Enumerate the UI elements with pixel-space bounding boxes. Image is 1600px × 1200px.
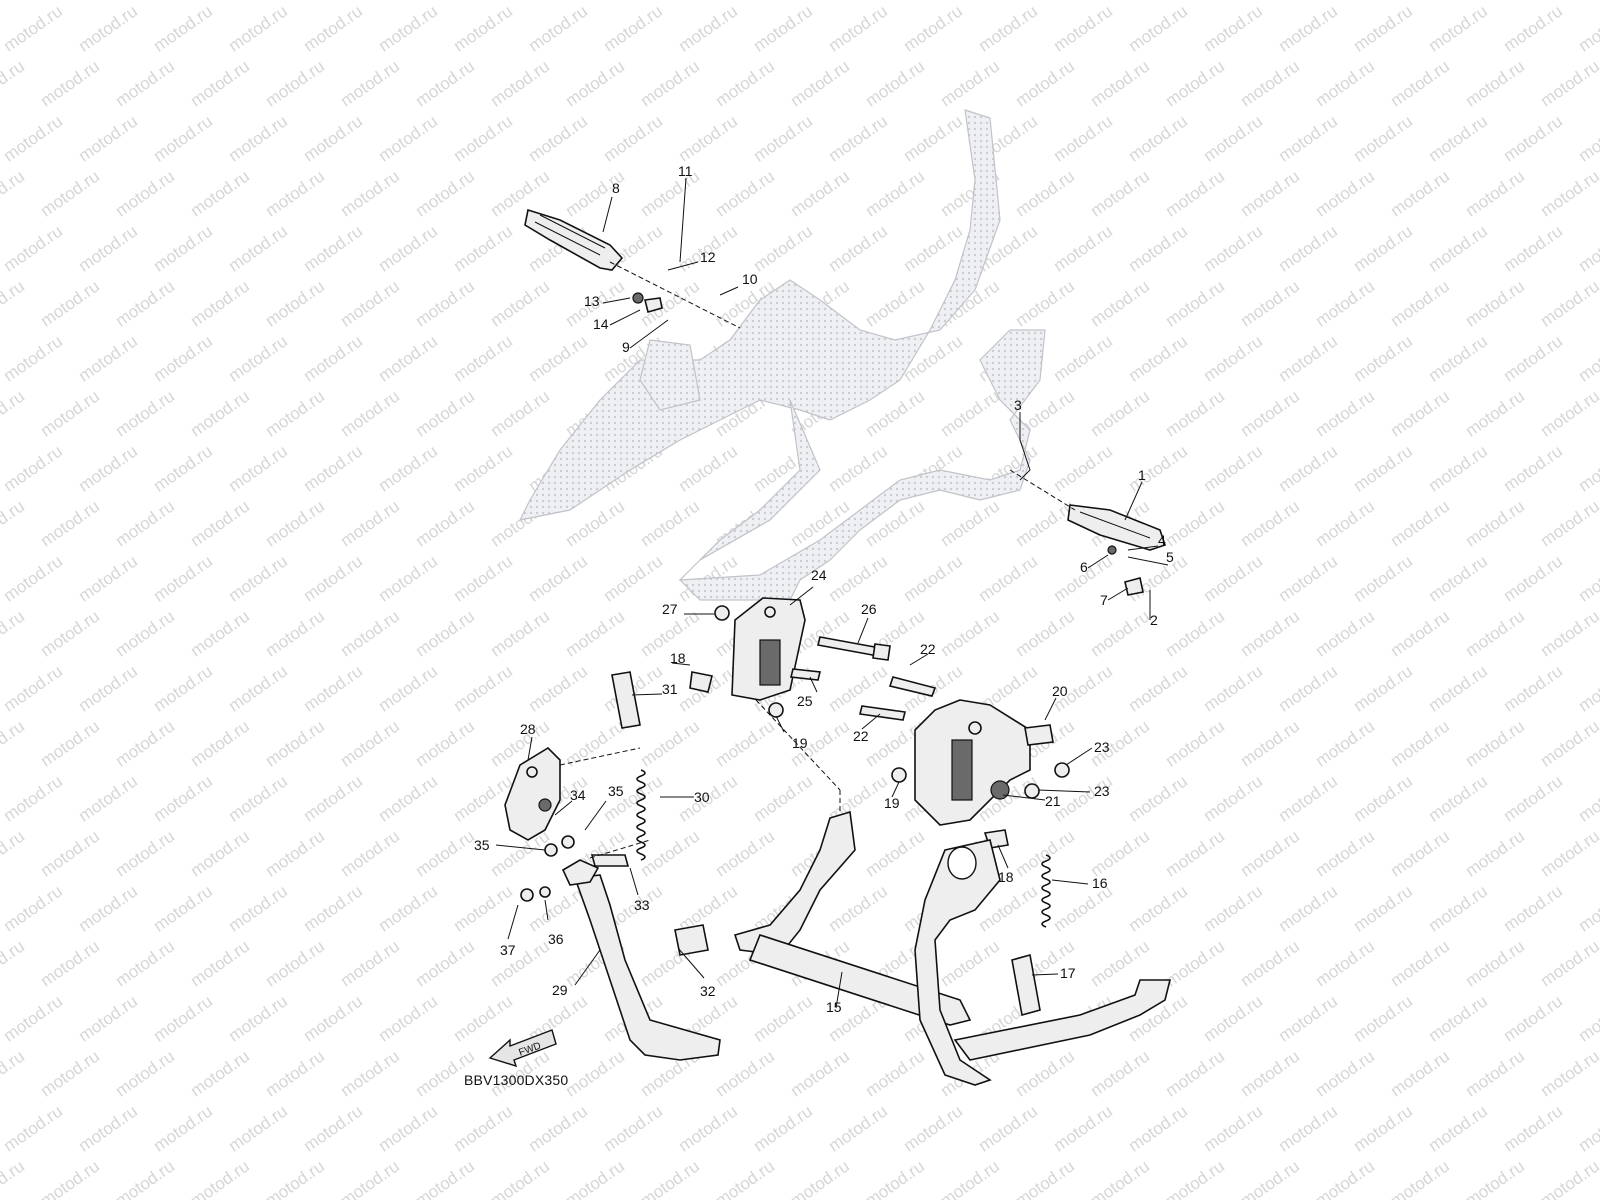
- part-label-23: 23: [1094, 739, 1110, 755]
- part-label-30: 30: [694, 789, 710, 805]
- part-label-22: 22: [920, 641, 936, 657]
- part-label-35: 35: [608, 783, 624, 799]
- part-label-25: 25: [797, 693, 813, 709]
- part-label-2: 2: [1150, 612, 1158, 628]
- part-label-14: 14: [593, 316, 609, 332]
- part-label-34: 34: [570, 787, 586, 803]
- part-label-21: 21: [1045, 793, 1061, 809]
- part-label-1: 1: [1138, 467, 1146, 483]
- part-label-13: 13: [584, 293, 600, 309]
- part-label-19: 19: [884, 795, 900, 811]
- part-label-6: 6: [1080, 559, 1088, 575]
- stand-bracket-left: [731, 597, 806, 701]
- frame-outline: [518, 109, 1046, 601]
- leader-lines: [495, 177, 1169, 1009]
- part-label-3: 3: [1014, 397, 1022, 413]
- part-label-26: 26: [861, 601, 877, 617]
- part-label-29: 29: [552, 982, 568, 998]
- part-label-24: 24: [811, 567, 827, 583]
- main-stand: [733, 810, 1172, 1086]
- part-label-33: 33: [634, 897, 650, 913]
- diagram-code: BBV1300DX350: [464, 1072, 569, 1088]
- part-labels: 1234567891011121314151617181819192021222…: [474, 163, 1174, 1015]
- part-label-27: 27: [662, 601, 678, 617]
- part-label-32: 32: [700, 983, 716, 999]
- part-label-35: 35: [474, 837, 490, 853]
- part-label-16: 16: [1092, 875, 1108, 891]
- part-label-20: 20: [1052, 683, 1068, 699]
- part-label-8: 8: [612, 180, 620, 196]
- part-label-37: 37: [500, 942, 516, 958]
- side-stand: [561, 859, 721, 1061]
- right-footrest: [1009, 439, 1167, 596]
- part-label-28: 28: [520, 721, 536, 737]
- part-label-31: 31: [662, 681, 678, 697]
- side-stand-bracket: [504, 746, 561, 841]
- part-label-12: 12: [700, 249, 716, 265]
- left-footrest: [524, 208, 741, 329]
- springs: [520, 671, 1051, 1017]
- part-label-5: 5: [1166, 549, 1174, 565]
- part-label-4: 4: [1158, 532, 1166, 548]
- part-label-15: 15: [826, 999, 842, 1015]
- bolts: [689, 605, 1070, 849]
- part-label-7: 7: [1100, 592, 1108, 608]
- part-label-17: 17: [1060, 965, 1076, 981]
- part-label-18: 18: [998, 869, 1014, 885]
- part-label-19: 19: [792, 735, 808, 751]
- part-label-10: 10: [742, 271, 758, 287]
- stand-bracket-right: [914, 699, 1031, 826]
- part-label-36: 36: [548, 931, 564, 947]
- fwd-arrow: FWD: [488, 1029, 557, 1068]
- part-label-11: 11: [678, 163, 693, 179]
- part-label-18: 18: [670, 650, 686, 666]
- part-label-23: 23: [1094, 783, 1110, 799]
- part-label-9: 9: [622, 339, 630, 355]
- part-label-22: 22: [853, 728, 869, 744]
